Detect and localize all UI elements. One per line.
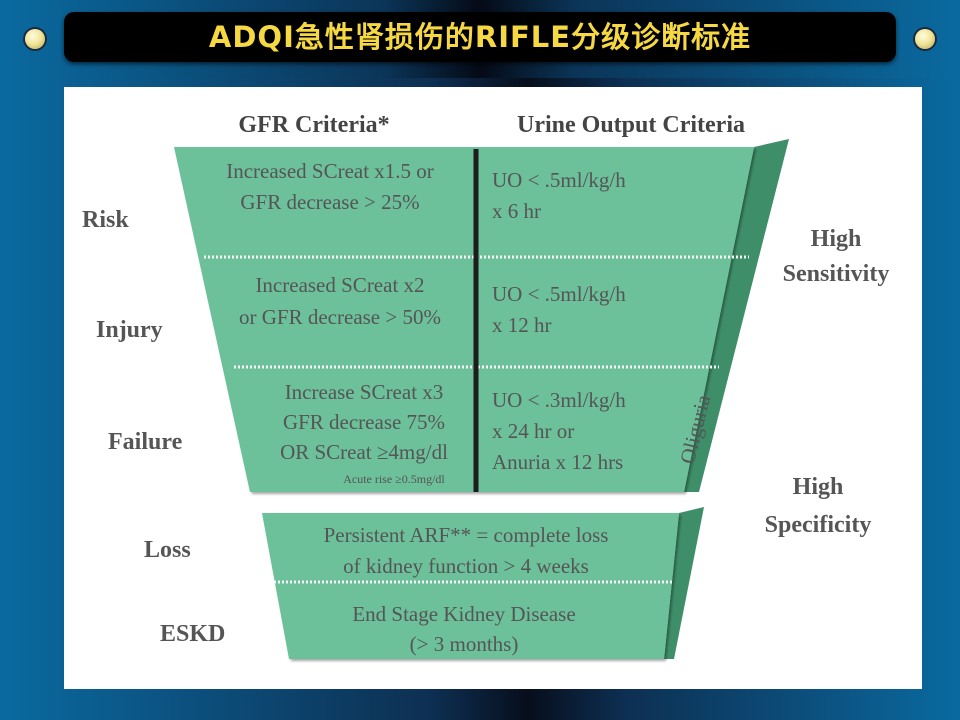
gfr-risk-line-2: GFR decrease > 25% <box>240 190 419 214</box>
upper-funnel-front <box>174 147 754 492</box>
urine-injury-line-2: x 12 hr <box>492 313 552 337</box>
gfr-risk-line-1: Increased SCreat x1.5 or <box>226 159 434 183</box>
high-sensitivity-line-1: High <box>811 226 862 252</box>
urine-failure-line-2: x 24 hr or <box>492 419 574 443</box>
high-sensitivity-line-2: Sensitivity <box>783 261 890 287</box>
lower-funnel-front <box>262 513 679 659</box>
urine-injury-line-1: UO < .5ml/kg/h <box>492 282 626 306</box>
upper-funnel-side <box>684 139 789 492</box>
gfr-injury-line-2: or GFR decrease > 50% <box>239 305 441 329</box>
gfr-failure-note: Acute rise ≥0.5mg/dl <box>343 472 445 486</box>
title-bar: ADQI急性肾损伤的RIFLE分级诊断标准 <box>0 0 960 78</box>
gfr-criteria-header: GFR Criteria* <box>238 112 389 138</box>
rifle-funnel-diagram: GFR Criteria* Urine Output Criteria Risk… <box>82 112 890 659</box>
gfr-failure-line-3: OR SCreat ≥4mg/dl <box>280 440 448 464</box>
lower-funnel-side <box>664 507 704 659</box>
gfr-failure-line-2: GFR decrease 75% <box>283 410 445 434</box>
gfr-injury-line-1: Increased SCreat x2 <box>255 273 424 297</box>
loss-line-1: Persistent ARF** = complete loss <box>324 523 609 547</box>
stage-loss-label: Loss <box>144 537 191 563</box>
diagram-panel: GFR Criteria* Urine Output Criteria Risk… <box>64 87 922 689</box>
urine-risk-line-2: x 6 hr <box>492 199 541 223</box>
slide-title: ADQI急性肾损伤的RIFLE分级诊断标准 <box>208 20 752 54</box>
title-box: ADQI急性肾损伤的RIFLE分级诊断标准 <box>64 12 896 62</box>
urine-output-header: Urine Output Criteria <box>517 112 745 138</box>
urine-failure-line-3: Anuria x 12 hrs <box>492 450 623 474</box>
stage-failure-label: Failure <box>108 429 183 455</box>
urine-failure-line-1: UO < .3ml/kg/h <box>492 388 626 412</box>
stage-injury-label: Injury <box>96 317 163 343</box>
gfr-failure-line-1: Increase SCreat x3 <box>285 380 444 404</box>
stage-risk-label: Risk <box>82 207 129 233</box>
stage-eskd-label: ESKD <box>160 621 225 647</box>
high-specificity-line-2: Specificity <box>765 512 872 538</box>
urine-risk-line-1: UO < .5ml/kg/h <box>492 168 626 192</box>
eskd-line-1: End Stage Kidney Disease <box>352 602 575 626</box>
left-bullet-icon <box>25 29 45 49</box>
loss-line-2: of kidney function > 4 weeks <box>343 554 589 578</box>
right-bullet-icon <box>915 29 935 49</box>
high-specificity-line-1: High <box>793 474 844 500</box>
eskd-line-2: (> 3 months) <box>410 632 519 656</box>
